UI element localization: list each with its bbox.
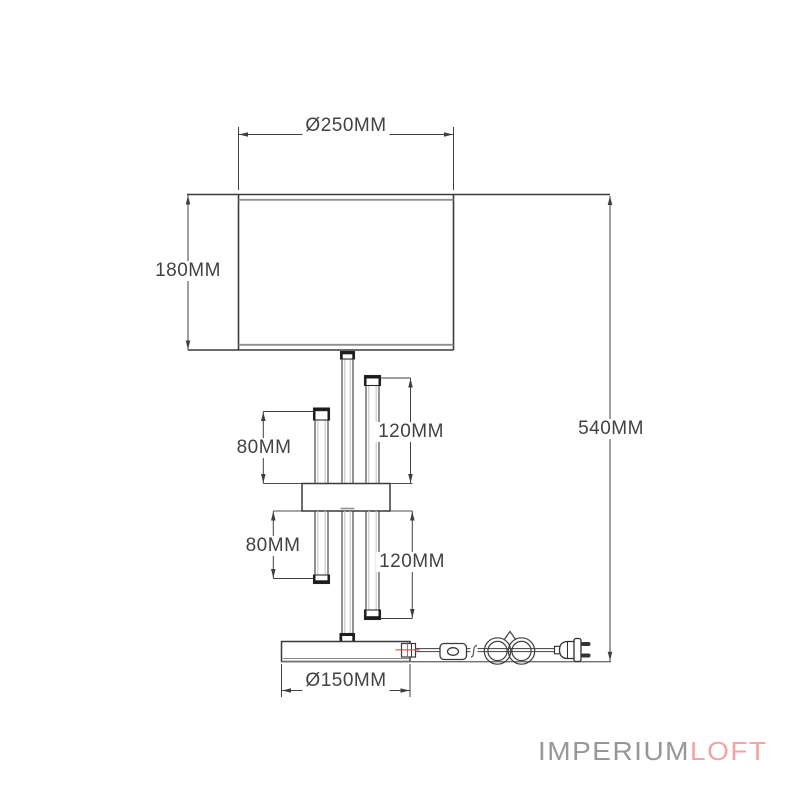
power-cord xyxy=(415,644,556,658)
dimension-shade-diameter xyxy=(238,127,454,190)
brand-logo-imperium: IMPERIUM xyxy=(538,737,690,766)
left-tube-lower xyxy=(312,511,331,585)
center-column-bottom-cap xyxy=(339,632,356,643)
lampshade xyxy=(187,193,610,351)
label-base-diameter: Ø150MM xyxy=(302,671,390,691)
center-column-upper xyxy=(339,350,356,483)
label-lower-left-tube: 80MM xyxy=(242,536,304,556)
label-shade-diameter: Ø250MM xyxy=(302,116,390,136)
label-upper-right-tube: 120MM xyxy=(375,422,447,442)
brand-logo: IMPERIUMLOFT xyxy=(538,737,768,766)
left-tube-upper xyxy=(312,407,331,483)
left-tube-lower-cap xyxy=(312,574,331,585)
power-plug xyxy=(553,637,591,663)
center-column-top-cap xyxy=(339,350,356,360)
right-tube-upper-cap xyxy=(363,374,382,387)
label-shade-height: 180MM xyxy=(152,261,224,281)
label-total-height: 540MM xyxy=(575,419,647,439)
right-tube-lower-cap xyxy=(363,609,382,621)
base-connector xyxy=(395,642,420,658)
inline-switch xyxy=(439,642,468,661)
cord-coil xyxy=(483,630,536,665)
cord-kink xyxy=(470,644,478,658)
base xyxy=(280,640,411,663)
left-tube-upper-cap xyxy=(312,407,331,421)
label-upper-left-tube: 80MM xyxy=(233,438,295,458)
brand-logo-loft: LOFT xyxy=(690,737,768,766)
label-lower-right-tube: 120MM xyxy=(376,552,448,572)
center-column-lower xyxy=(339,511,356,643)
hub xyxy=(263,482,413,512)
